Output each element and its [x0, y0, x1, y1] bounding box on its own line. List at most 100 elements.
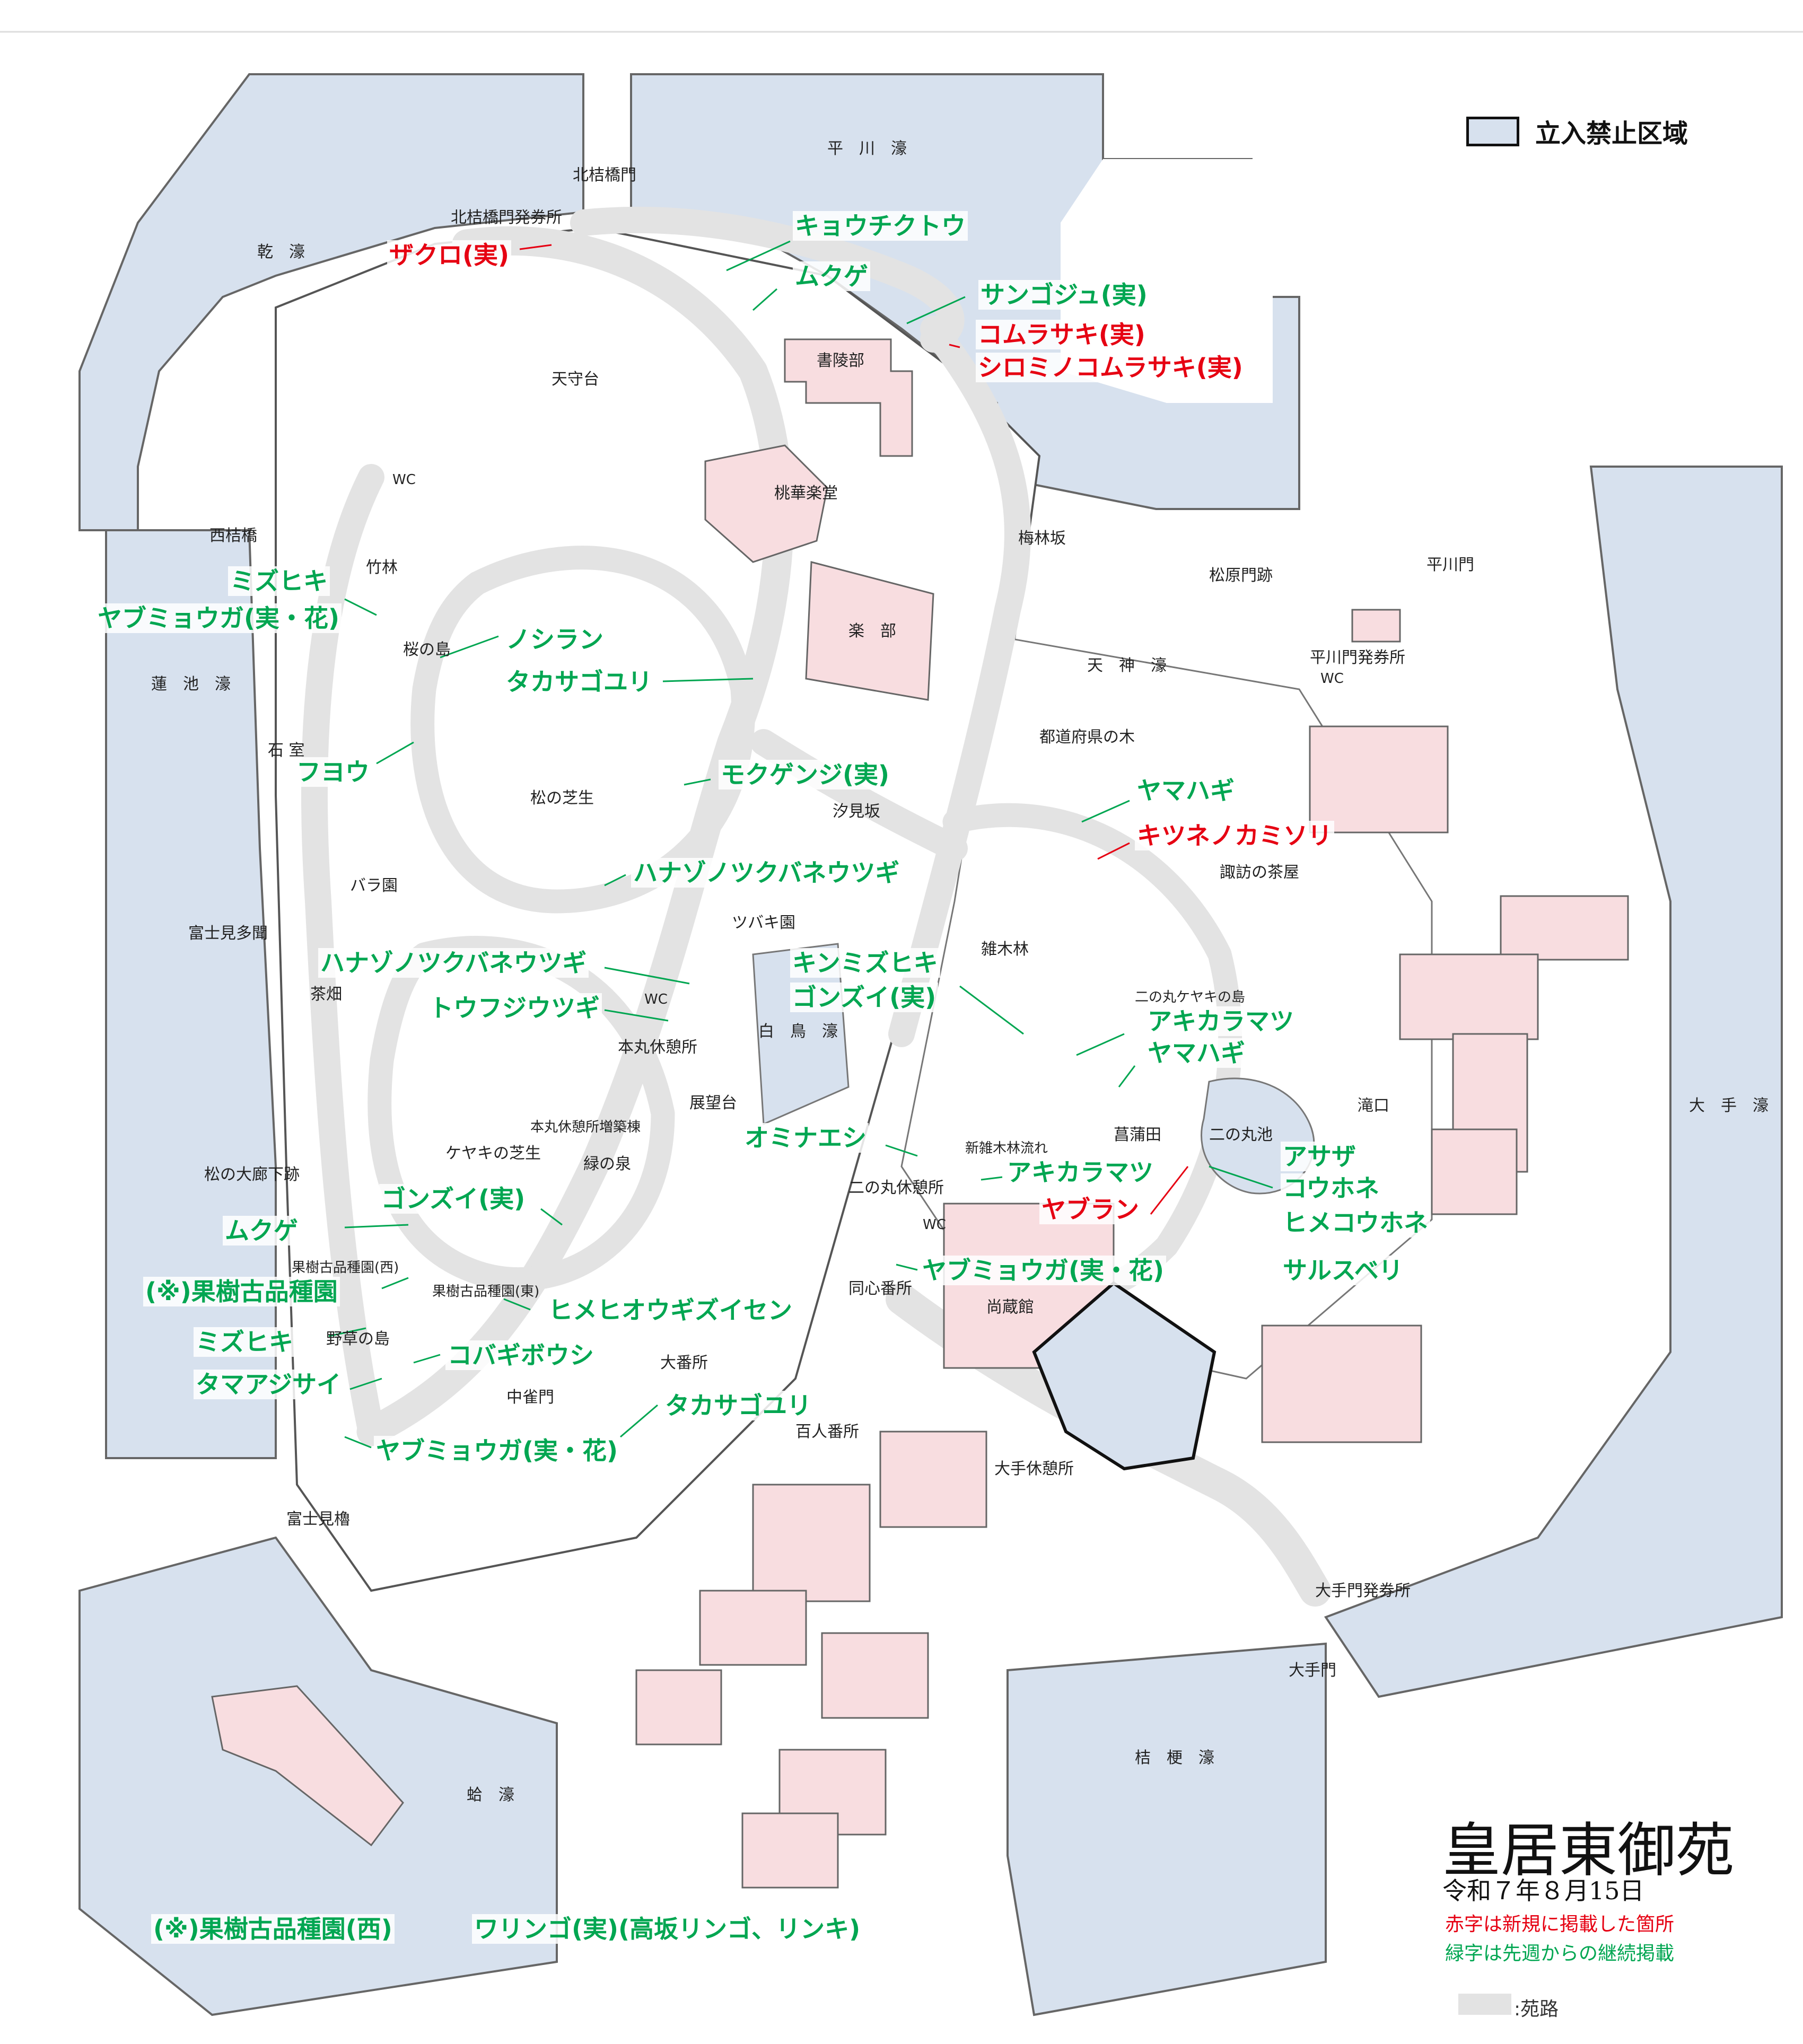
place-label: 大番所 [660, 1354, 708, 1372]
plant-label-new: ヤブラン [1039, 1195, 1141, 1224]
plant-label-continued: ゴンズイ(実) [379, 1184, 528, 1214]
place-label: 新雑木林流れ [965, 1141, 1048, 1156]
place-label: 百人番所 [795, 1423, 859, 1441]
place-label: 諏訪の茶屋 [1220, 863, 1299, 882]
gakubu-building [805, 561, 934, 701]
place-label: 雑木林 [981, 940, 1029, 959]
building-ne-2 [1500, 895, 1629, 961]
plant-label-new: キツネノカミソリ [1135, 821, 1334, 850]
place-label: WC [392, 472, 416, 488]
plant-label-continued: ヤブミョウガ(実・花) [374, 1436, 620, 1466]
place-label: 展望台 [689, 1094, 737, 1112]
building-s-3 [699, 1590, 807, 1666]
legend-restricted-label: 立入禁止区域 [1535, 119, 1688, 148]
footnote-label: (※)果樹古品種園(西) [151, 1914, 395, 1944]
road-matsu-loop [410, 546, 755, 914]
place-label: 富士見多聞 [188, 924, 268, 943]
plant-label-continued: ミズヒキ [228, 566, 330, 596]
plant-label-continued: ハナゾノツクバネウツギ [318, 948, 589, 978]
place-label: 大手休憩所 [994, 1460, 1074, 1478]
building-s-4 [821, 1632, 929, 1719]
place-label: 西桔橋 [209, 527, 257, 545]
place-label: 大手門 [1289, 1661, 1336, 1680]
building-e-2 [1431, 1128, 1518, 1215]
buildings [211, 338, 1629, 1889]
plant-label-continued: (※)果樹古品種園 [143, 1277, 340, 1306]
plant-label-continued: オミナエシ [742, 1123, 869, 1153]
place-label: 果樹古品種園(西) [292, 1260, 399, 1276]
legend-road-swatch [1458, 1994, 1511, 2015]
place-label: 天 神 濠 [1087, 656, 1167, 675]
leader-lines [328, 240, 1273, 1449]
place-label: 松の大廊下跡 [204, 1165, 300, 1184]
building-ne-1 [1309, 725, 1449, 834]
plant-label-continued: タカサゴユリ [504, 667, 654, 697]
roads [301, 206, 1331, 1607]
building-e-3 [1261, 1324, 1422, 1443]
building-sw [211, 1685, 404, 1847]
road-bairinzaka [888, 315, 1031, 1047]
place-label: 石 室 [268, 741, 305, 760]
plant-label-continued: トウフジウツギ [427, 993, 602, 1023]
place-label: 桜の島 [403, 641, 451, 659]
place-label: 桔 梗 濠 [1135, 1749, 1214, 1767]
place-label: 汐見坂 [833, 802, 880, 821]
plant-label-new: シロミノコムラサキ(実) [976, 353, 1245, 382]
place-label: 松の芝生 [530, 789, 594, 808]
ote-moat-area [1324, 466, 1783, 1698]
building-s-2 [879, 1431, 987, 1528]
plant-label-continued: サンゴジュ(実) [978, 280, 1150, 310]
building-s-5 [635, 1669, 722, 1745]
plant-label-continued: タマアジサイ [194, 1370, 344, 1399]
place-label: 竹林 [366, 558, 398, 577]
map-date: 令和７年８月15日 [1442, 1876, 1644, 1905]
legend-road-label: :苑路 [1514, 1998, 1559, 2020]
place-label: 松原門跡 [1209, 566, 1273, 585]
plant-label-continued: コウホネ [1281, 1173, 1382, 1203]
place-label: 大 手 濠 [1689, 1096, 1769, 1115]
building-s-1 [752, 1484, 871, 1602]
place-label: 書陵部 [817, 352, 864, 370]
note-continued-green: 緑字は先週からの継続掲載 [1445, 1943, 1675, 1964]
place-label: 天守台 [552, 370, 599, 389]
plant-label-continued: アキカラマツ [1145, 1006, 1296, 1036]
place-label: 菖蒲田 [1114, 1126, 1161, 1144]
place-label: 大手門発券所 [1315, 1582, 1411, 1600]
plant-label-continued: ヤマハギ [1135, 776, 1237, 805]
plant-label-continued: アサザ [1281, 1142, 1358, 1171]
plant-label-continued: モクゲンジ(実) [719, 760, 892, 789]
plant-label-continued: タカサゴユリ [663, 1391, 813, 1420]
plant-label-continued: ハナゾノツクバネウツギ [631, 858, 902, 888]
place-label: バラ園 [350, 876, 398, 895]
place-label: 北桔橋門 [573, 166, 636, 185]
plant-label-continued: キンミズヒキ [790, 948, 940, 978]
plant-label-continued: ゴンズイ(実) [790, 982, 939, 1012]
place-label: 乾 濠 [257, 243, 305, 261]
plant-label-new: ザクロ(実) [387, 240, 512, 270]
plant-label-continued: ヒメヒオウギズイセン [546, 1295, 794, 1325]
place-label: 滝口 [1358, 1096, 1389, 1115]
kikyo-moat-area [1006, 1642, 1327, 2016]
place-label: 緑の泉 [583, 1155, 631, 1173]
place-label: ケヤキの芝生 [445, 1144, 541, 1163]
place-label: 尚蔵館 [986, 1298, 1034, 1317]
place-label: 茶畑 [310, 985, 342, 1004]
footnote-content: ワリンゴ(実)(高坂リンゴ、リンキ) [472, 1914, 863, 1944]
place-label: 二の丸池 [1209, 1126, 1273, 1144]
note-new-red: 赤字は新規に掲載した箇所 [1445, 1914, 1675, 1935]
place-label: 平川門 [1426, 556, 1474, 574]
legend-restricted-swatch [1466, 117, 1519, 146]
place-label: 二の丸休憩所 [848, 1179, 944, 1197]
place-label: 蓮 池 濠 [151, 675, 231, 694]
place-label: 白 鳥 濠 [758, 1022, 838, 1041]
building-ne-4 [1351, 609, 1401, 643]
plant-label-continued: ヤブミョウガ(実・花) [920, 1256, 1167, 1285]
plant-label-continued: サルスベリ [1281, 1256, 1405, 1285]
road-keyaki-loop [367, 936, 675, 1291]
place-label: 蛤 濠 [467, 1786, 514, 1804]
place-label: 富士見櫓 [286, 1510, 350, 1529]
place-label: WC [923, 1217, 946, 1233]
plant-label-continued: キョウチクトウ [793, 211, 968, 241]
place-label: ツバキ園 [732, 914, 795, 932]
place-label: WC [644, 992, 668, 1007]
